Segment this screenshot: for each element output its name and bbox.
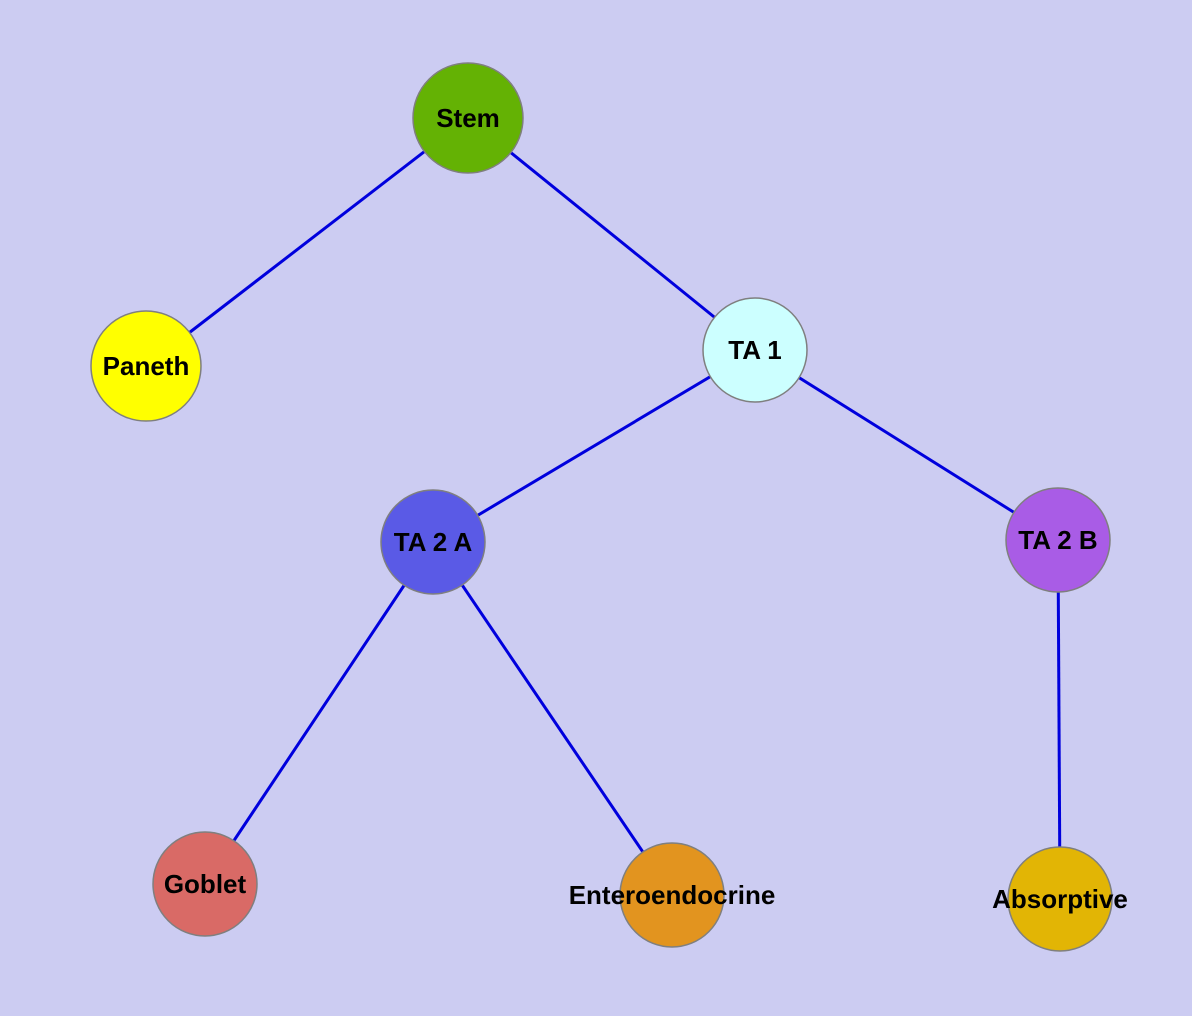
stem-circle[interactable] [412, 62, 524, 174]
edge-ta1-ta2b [754, 348, 1059, 542]
node-ta1[interactable]: TA 1 [702, 297, 808, 403]
ta1-circle[interactable] [702, 297, 808, 403]
ta2b-circle[interactable] [1005, 487, 1111, 593]
node-stem[interactable]: Stem [412, 62, 524, 174]
goblet-circle[interactable] [152, 831, 258, 937]
edge-ta2a-goblet [203, 541, 435, 885]
node-ta2b[interactable]: TA 2 B [1005, 487, 1111, 593]
enteroendocrine-circle[interactable] [619, 842, 725, 948]
edge-stem-paneth [145, 116, 469, 368]
node-ta2a[interactable]: TA 2 A [380, 489, 486, 595]
edges-layer [145, 116, 1062, 900]
paneth-circle[interactable] [90, 310, 202, 422]
edge-ta1-ta2a [432, 348, 756, 544]
edge-ta2b-absorptive [1056, 539, 1062, 900]
absorptive-circle[interactable] [1007, 846, 1113, 952]
edge-stem-ta1 [467, 116, 756, 352]
node-goblet[interactable]: Goblet [152, 831, 258, 937]
edge-ta2a-enteroendocrine [431, 541, 674, 896]
node-paneth[interactable]: Paneth [90, 310, 202, 422]
ta2a-circle[interactable] [380, 489, 486, 595]
